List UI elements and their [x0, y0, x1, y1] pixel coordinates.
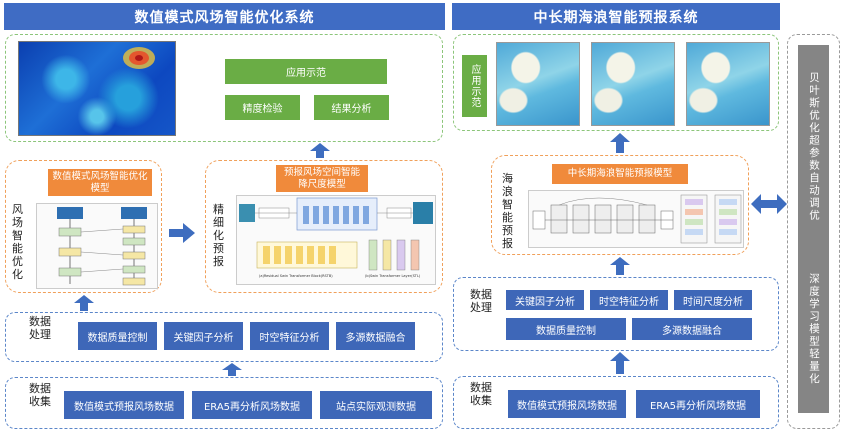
accuracy-check-button[interactable]: 精度检验 — [225, 95, 300, 120]
wave-side-label: 海浪智能预报 — [502, 172, 513, 250]
arrow-up-to-right-application — [610, 133, 630, 153]
left-spatiotemporal-button[interactable]: 时空特征分析 — [250, 322, 329, 350]
arrow-up-to-wave-model — [610, 257, 630, 275]
wind-field-map — [18, 41, 176, 136]
wind-opt-network-figure — [36, 203, 158, 289]
lightweight-box: 深度学习模型轻量化 — [798, 245, 829, 413]
wind-opt-model-badge: 数值模式风场智能优化模型 — [48, 169, 152, 196]
arrow-up-to-application — [310, 143, 330, 158]
refined-side-label: 精细化预报 — [213, 203, 224, 268]
downscale-model-badge: 预报风场空间智能降尺度模型 — [276, 165, 368, 192]
optimization-side-panel: 贝叶斯优化超参数自动调优 深度学习模型轻量化 — [787, 34, 840, 429]
wave-model-label: 中长期海浪智能预报模型 — [567, 168, 673, 179]
left-key-factor-button[interactable]: 关键因子分析 — [164, 322, 243, 350]
left-system-title-text: 数值模式风场智能优化系统 — [134, 9, 315, 26]
wave-network-figure — [528, 190, 744, 248]
left-data-collection-panel: 数据收集 数值模式预报风场数据 ERA5再分析风场数据 站点实际观测数据 — [5, 377, 443, 429]
left-app-demo-button[interactable]: 应用示范 — [225, 59, 387, 84]
wind-opt-side-label: 风场智能优化 — [12, 203, 23, 281]
left-era5-data-button[interactable]: ERA5再分析风场数据 — [192, 391, 312, 419]
left-data-collect-label: 数据收集 — [29, 382, 51, 408]
left-data-process-label: 数据处理 — [29, 315, 51, 341]
left-application-panel: 应用示范 精度检验 结果分析 — [5, 34, 443, 142]
right-nwp-wind-data-button[interactable]: 数值模式预报风场数据 — [508, 390, 626, 418]
left-nwp-wind-data-button[interactable]: 数值模式预报风场数据 — [64, 391, 184, 419]
left-quality-control-button[interactable]: 数据质量控制 — [78, 322, 157, 350]
wave-model-panel: 海浪智能预报 中长期海浪智能预报模型 — [491, 155, 749, 255]
downscale-network-figure: (a)Residual Swin Transformer Block(RSTB)… — [236, 195, 436, 285]
right-spatiotemporal-button[interactable]: 时空特征分析 — [590, 290, 668, 310]
right-app-demo-button[interactable]: 应用示范 — [462, 55, 487, 117]
bayes-optimization-label: 贝叶斯优化超参数自动调优 — [808, 72, 820, 222]
downscale-panel: 精细化预报 预报风场空间智能降尺度模型 — [205, 160, 443, 293]
right-app-demo-label: 应用示范 — [469, 64, 480, 108]
right-quality-control-button[interactable]: 数据质量控制 — [506, 318, 626, 340]
network-diagram-icon — [57, 207, 147, 286]
arrow-up-to-right-processing — [610, 352, 630, 374]
typhoon-contour — [123, 47, 155, 69]
result-analysis-button[interactable]: 结果分析 — [314, 95, 389, 120]
figure-caption-b: (b)Swin Transformer Layer(STL) — [365, 274, 421, 278]
right-system-title: 中长期海浪智能预报系统 — [452, 3, 780, 30]
bayes-optimization-box: 贝叶斯优化超参数自动调优 — [798, 45, 829, 249]
downscale-model-label: 预报风场空间智能降尺度模型 — [283, 166, 360, 190]
left-app-demo-label: 应用示范 — [286, 68, 326, 79]
right-data-collection-panel: 数据收集 数值模式预报风场数据 ERA5再分析风场数据 — [453, 376, 779, 429]
wave-transformer-diagram-icon — [532, 194, 742, 244]
accuracy-check-label: 精度检验 — [242, 104, 283, 115]
right-era5-data-button[interactable]: ERA5再分析风场数据 — [636, 390, 760, 418]
right-timescale-button[interactable]: 时间尺度分析 — [674, 290, 752, 310]
result-analysis-label: 结果分析 — [331, 104, 372, 115]
wave-forecast-map-2 — [591, 42, 675, 126]
wind-optimization-panel: 风场智能优化 数值模式风场智能优化模型 — [5, 160, 162, 293]
left-system-title: 数值模式风场智能优化系统 — [4, 3, 445, 30]
right-key-factor-button[interactable]: 关键因子分析 — [506, 290, 584, 310]
wave-forecast-map-3 — [686, 42, 770, 126]
arrow-right-to-downscale — [169, 223, 195, 243]
left-fusion-button[interactable]: 多源数据融合 — [336, 322, 415, 350]
swin-transformer-diagram-icon — [239, 197, 433, 271]
arrow-up-to-wind-opt — [74, 295, 94, 311]
wave-forecast-map-1 — [496, 42, 580, 126]
right-data-collect-label: 数据收集 — [470, 381, 492, 407]
wind-opt-model-label: 数值模式风场智能优化模型 — [52, 170, 148, 194]
left-station-data-button[interactable]: 站点实际观测数据 — [320, 391, 432, 419]
lightweight-label: 深度学习模型轻量化 — [808, 272, 820, 386]
right-data-process-label: 数据处理 — [470, 288, 492, 314]
right-fusion-button[interactable]: 多源数据融合 — [632, 318, 752, 340]
right-data-processing-panel: 数据处理 关键因子分析 时空特征分析 时间尺度分析 数据质量控制 多源数据融合 — [453, 277, 779, 351]
double-arrow-icon — [751, 194, 787, 214]
left-data-processing-panel: 数据处理 数据质量控制 关键因子分析 时空特征分析 多源数据融合 — [5, 312, 443, 362]
right-application-panel: 应用示范 — [453, 34, 779, 131]
right-system-title-text: 中长期海浪智能预报系统 — [533, 9, 699, 26]
arrow-up-to-left-processing — [222, 363, 242, 376]
wave-model-badge: 中长期海浪智能预报模型 — [552, 164, 688, 184]
figure-caption-a: (a)Residual Swin Transformer Block(RSTB) — [259, 274, 333, 278]
